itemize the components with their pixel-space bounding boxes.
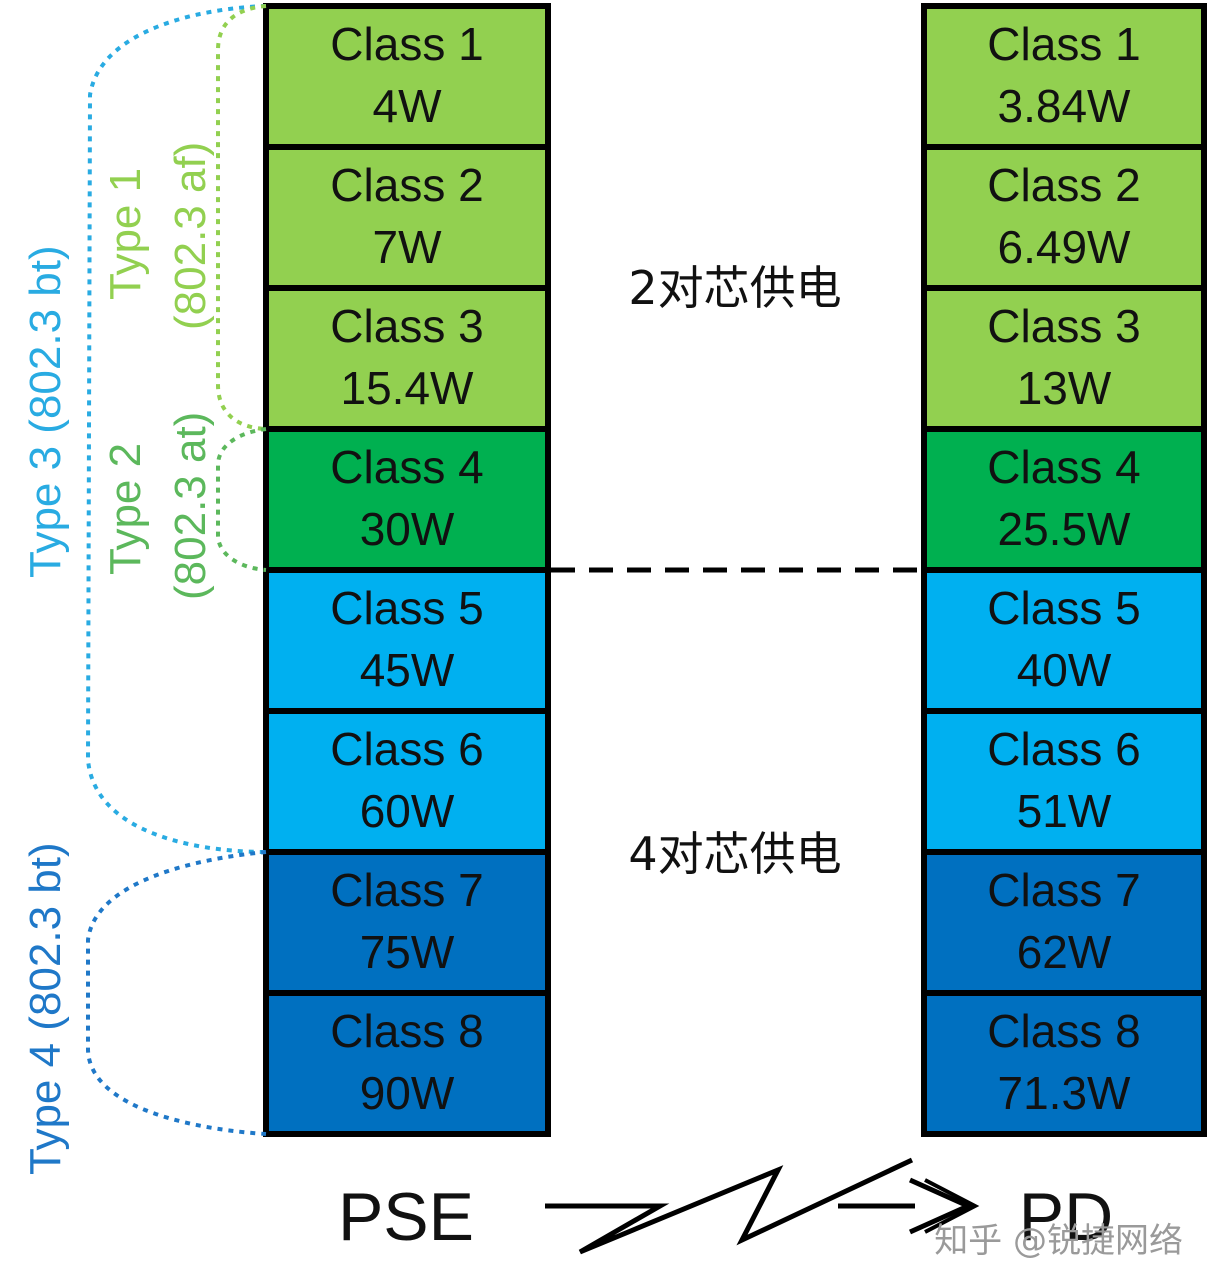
pd-class-8-label: Class 8 [987, 1005, 1140, 1057]
pse-class-6-power: 60W [360, 785, 455, 837]
pd-class-7-label: Class 7 [987, 864, 1140, 916]
pd-class-6-label: Class 6 [987, 723, 1140, 775]
watermark-text: 知乎 @锐捷网络 [934, 1221, 1183, 1261]
pse-class-2-label: Class 2 [330, 159, 483, 211]
pd-class-5-power: 40W [1017, 644, 1112, 696]
pse-class-4-label: Class 4 [330, 441, 483, 493]
type4-label: Type 4 (802.3 bt) [21, 842, 70, 1175]
pse-class-7-cell: Class 7 75W [263, 849, 551, 996]
pd-class-3-power: 13W [1017, 362, 1112, 414]
pd-class-2-label: Class 2 [987, 159, 1140, 211]
type3-label: Type 3 (802.3 bt) [21, 245, 70, 578]
pd-column: Class 1 3.84W Class 2 6.49W Class 3 13W … [921, 3, 1207, 1137]
pse-column: Class 1 4W Class 2 7W Class 3 15.4W Clas… [263, 3, 551, 1137]
type1-bracket [216, 4, 267, 431]
four-pair-label: 4对芯供电 [628, 827, 841, 881]
pd-class-7-cell: Class 7 62W [921, 849, 1207, 996]
pd-class-3-label: Class 3 [987, 300, 1140, 352]
pse-class-5-power: 45W [360, 644, 455, 696]
pse-class-8-power: 90W [360, 1067, 455, 1119]
pd-class-2-power: 6.49W [998, 221, 1132, 273]
pse-class-2-power: 7W [373, 221, 443, 273]
pse-class-4-power: 30W [360, 503, 455, 555]
pse-class-8-cell: Class 8 90W [263, 990, 551, 1137]
pse-class-4-cell: Class 4 30W [263, 426, 551, 573]
type2-bracket [216, 427, 267, 572]
pse-class-1-label: Class 1 [330, 18, 483, 70]
pse-class-5-label: Class 5 [330, 582, 483, 634]
pse-class-3-label: Class 3 [330, 300, 483, 352]
pd-class-1-cell: Class 1 3.84W [921, 3, 1207, 150]
pd-class-1-power: 3.84W [998, 80, 1132, 132]
pse-label: PSE [338, 1179, 474, 1255]
pse-class-2-cell: Class 2 7W [263, 144, 551, 291]
pd-class-4-power: 25.5W [998, 503, 1132, 555]
pse-class-6-cell: Class 6 60W [263, 708, 551, 855]
type3-bracket [85, 4, 267, 854]
pse-class-1-power: 4W [373, 80, 443, 132]
pd-class-7-power: 62W [1017, 926, 1112, 978]
two-pair-label: 2对芯供电 [628, 261, 841, 315]
pd-label: PD [1019, 1179, 1113, 1255]
pse-class-5-cell: Class 5 45W [263, 567, 551, 714]
type2-name-label: Type 2 [101, 443, 150, 575]
type1-std-label: (802.3 af) [166, 142, 215, 330]
pse-class-8-label: Class 8 [330, 1005, 483, 1057]
pd-class-4-label: Class 4 [987, 441, 1140, 493]
type2-std-label: (802.3 at) [166, 412, 215, 600]
pd-class-5-label: Class 5 [987, 582, 1140, 634]
pd-class-1-label: Class 1 [987, 18, 1140, 70]
pse-class-1-cell: Class 1 4W [263, 3, 551, 150]
pd-class-4-cell: Class 4 25.5W [921, 426, 1207, 573]
pse-class-7-power: 75W [360, 926, 455, 978]
lightning-arrow-icon [545, 1157, 980, 1255]
pd-class-8-power: 71.3W [998, 1067, 1132, 1119]
pd-class-2-cell: Class 2 6.49W [921, 144, 1207, 291]
pd-class-8-cell: Class 8 71.3W [921, 990, 1207, 1137]
pd-class-6-power: 51W [1017, 785, 1112, 837]
pd-class-6-cell: Class 6 51W [921, 708, 1207, 855]
pse-class-3-cell: Class 3 15.4W [263, 285, 551, 432]
type1-name-label: Type 1 [101, 168, 150, 300]
pse-class-6-label: Class 6 [330, 723, 483, 775]
pd-class-5-cell: Class 5 40W [921, 567, 1207, 714]
pse-class-3-power: 15.4W [341, 362, 475, 414]
pse-class-7-label: Class 7 [330, 864, 483, 916]
pd-class-3-cell: Class 3 13W [921, 285, 1207, 432]
type4-bracket [86, 850, 267, 1136]
